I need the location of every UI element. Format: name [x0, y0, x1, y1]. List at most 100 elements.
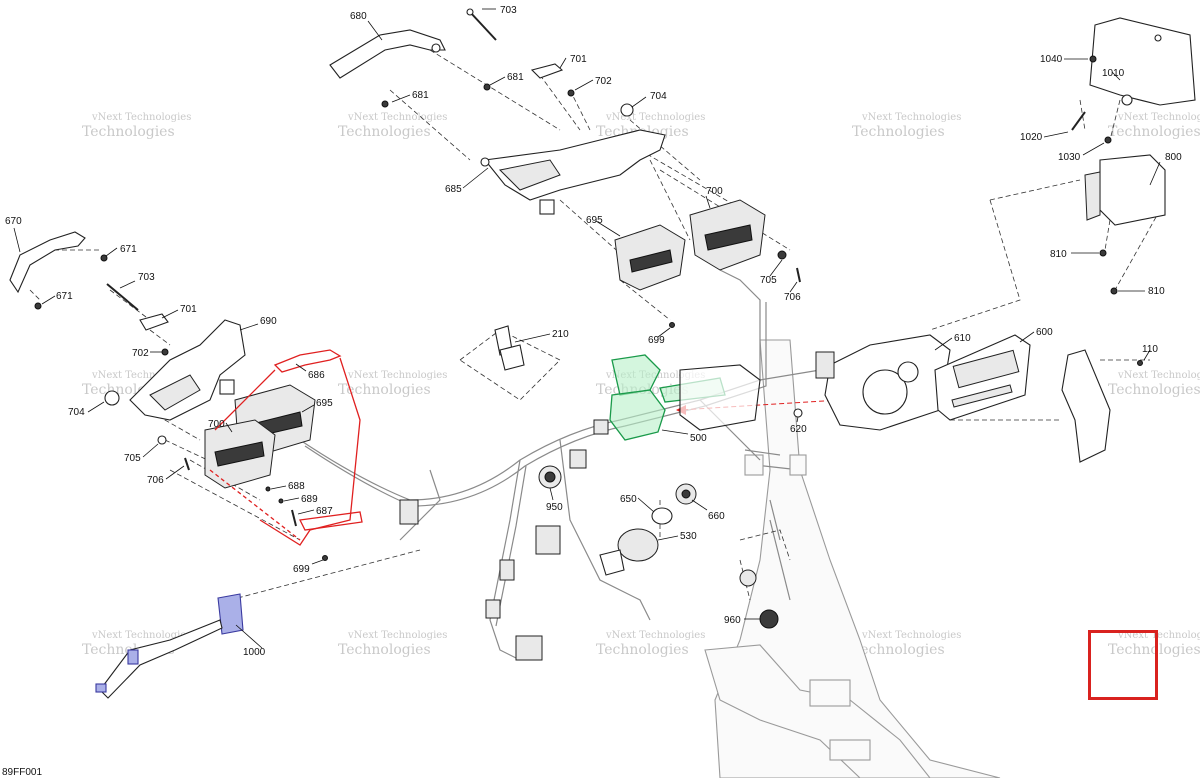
svg-text:Technologies: Technologies: [1108, 642, 1200, 658]
part-110-bracket: [1061, 349, 1143, 463]
callout-705-left: 705: [124, 453, 141, 464]
svg-text:vNext Technologies: vNext Technologies: [1117, 112, 1200, 123]
svg-text:Technologies: Technologies: [852, 642, 945, 658]
svg-text:Technologies: Technologies: [852, 124, 945, 140]
chassis-frame: [704, 339, 1001, 778]
watermark-1: vNext Technologies Technologies: [82, 112, 191, 140]
callout-703-top: 703: [500, 5, 517, 16]
assembly-lines: [29, 40, 1161, 601]
callout-680: 680: [350, 11, 367, 22]
callout-701-left: 701: [180, 304, 197, 315]
callout-1000: 1000: [243, 647, 266, 658]
callout-690: 690: [260, 316, 277, 327]
watermark-13: vNext Technologies Technologies: [596, 630, 705, 658]
callout-685: 685: [445, 184, 462, 195]
callout-704-left: 704: [68, 407, 85, 418]
callout-500: 500: [690, 433, 707, 444]
callout-689: 689: [301, 494, 318, 505]
callout-704-top: 704: [650, 91, 667, 102]
svg-text:vNext Technologies: vNext Technologies: [347, 112, 447, 123]
svg-text:Technologies: Technologies: [596, 642, 689, 658]
part-703-bolt-top: [466, 8, 497, 41]
part-701-plate-top: [530, 63, 564, 79]
part-950-socket: [538, 465, 562, 489]
callout-699-top: 699: [648, 335, 665, 346]
svg-text:Technologies: Technologies: [338, 642, 431, 658]
callout-810-b: 810: [1148, 286, 1165, 297]
callout-labels: 680 703 701 681 702 681 704 685 700 695 …: [5, 5, 1182, 658]
callout-810-a: 810: [1050, 249, 1067, 260]
callout-686: 686: [308, 370, 325, 381]
part-660-cap: [675, 483, 697, 505]
callout-695-top: 695: [586, 215, 603, 226]
callout-960: 960: [724, 615, 741, 626]
callout-1020: 1020: [1020, 132, 1043, 143]
callout-671-a: 671: [120, 244, 137, 255]
watermark-14: vNext Technologies Technologies: [852, 630, 961, 658]
part-1010-bracket: [1089, 17, 1196, 106]
svg-text:vNext Technologies: vNext Technologies: [861, 112, 961, 123]
callout-705-top: 705: [760, 275, 777, 286]
callout-650: 650: [620, 494, 637, 505]
callout-703-left: 703: [138, 272, 155, 283]
callout-702-left: 702: [132, 348, 149, 359]
part-685-bracket: [480, 129, 666, 215]
callout-530: 530: [680, 531, 697, 542]
callout-701-top: 701: [570, 54, 587, 65]
fasteners-top-2: [669, 250, 801, 328]
svg-text:Technologies: Technologies: [338, 124, 431, 140]
watermark-4: vNext Technologies Technologies: [852, 112, 961, 140]
callout-110: 110: [1142, 344, 1158, 355]
svg-text:Technologies: Technologies: [1108, 124, 1200, 140]
part-690-bracket: [129, 319, 246, 421]
part-686-red-highlight: [209, 349, 363, 546]
callout-1040: 1040: [1040, 54, 1063, 65]
callout-687: 687: [316, 506, 333, 517]
callout-950: 950: [546, 502, 563, 513]
callout-706-top: 706: [784, 292, 801, 303]
callout-1010: 1010: [1102, 68, 1125, 79]
watermark-12: vNext Technologies Technologies: [338, 630, 447, 658]
svg-text:vNext Technologies: vNext Technologies: [347, 370, 447, 381]
callout-660: 660: [708, 511, 725, 522]
svg-text:vNext Technologies: vNext Technologies: [1117, 630, 1200, 641]
watermark-5: vNext Technologies Technologies: [1108, 112, 1200, 140]
wiring-harness: [299, 269, 861, 661]
svg-text:vNext Technologies: vNext Technologies: [91, 630, 191, 641]
callout-610: 610: [954, 333, 971, 344]
svg-text:vNext Technologies: vNext Technologies: [91, 370, 191, 381]
part-800-module: [1084, 154, 1166, 226]
callout-670: 670: [5, 216, 22, 227]
leader-lines: [13, 8, 1161, 649]
callout-706-left: 706: [147, 475, 164, 486]
fasteners-right: [1071, 55, 1118, 295]
callout-688: 688: [288, 481, 305, 492]
fasteners-top: [381, 83, 634, 117]
callout-600: 600: [1036, 327, 1053, 338]
svg-text:vNext Technologies: vNext Technologies: [605, 630, 705, 641]
part-530-socket: [599, 528, 659, 576]
part-1000-switch-assembly: [95, 593, 244, 699]
fasteners-left: [34, 254, 328, 561]
watermark-2: vNext Technologies Technologies: [338, 112, 447, 140]
part-700-headlight-left: [204, 419, 276, 489]
watermark-15: vNext Technologies Technologies: [1108, 630, 1200, 658]
callout-681: 681: [507, 72, 524, 83]
callout-620: 620: [790, 424, 807, 435]
callout-699-left: 699: [293, 564, 310, 575]
part-960-switch: [739, 569, 779, 629]
callout-702-top: 702: [595, 76, 612, 87]
callout-800: 800: [1165, 152, 1182, 163]
callout-671-b: 671: [56, 291, 73, 302]
callout-695-left: 695: [316, 398, 333, 409]
part-680-handle: [329, 29, 446, 79]
watermark-10: vNext Technologies Technologies: [1108, 370, 1200, 398]
svg-text:vNext Technologies: vNext Technologies: [91, 112, 191, 123]
svg-text:vNext Technologies: vNext Technologies: [1117, 370, 1200, 381]
watermark-7: vNext Technologies Technologies: [338, 370, 447, 398]
part-500-green-highlight: [609, 354, 761, 441]
figure-code: 89FF001: [2, 767, 43, 778]
part-610-bezel: [815, 334, 951, 431]
svg-text:Technologies: Technologies: [82, 124, 175, 140]
